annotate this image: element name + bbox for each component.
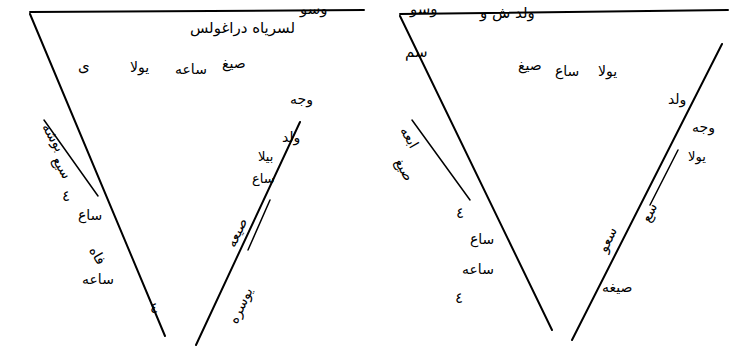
inner-line — [248, 200, 270, 250]
arabic-label: ٤ — [150, 300, 158, 317]
arabic-label: ساع — [252, 172, 275, 186]
arabic-label: صيغه — [602, 280, 632, 295]
arabic-label: فاه — [86, 244, 108, 268]
arabic-label: يولا — [688, 150, 706, 164]
arabic-label: سم — [405, 44, 428, 61]
arabic-label: ولد — [282, 130, 300, 145]
arabic-label: ساع — [78, 208, 102, 223]
arabic-label: ولد ش و — [480, 5, 535, 22]
arabic-label: ساع — [555, 64, 579, 79]
arabic-label: صيغ — [518, 58, 542, 73]
inner-line — [650, 150, 678, 205]
arabic-label: لسرياه دراغولس — [190, 20, 295, 37]
arabic-label: بوشه — [39, 121, 68, 155]
left-side-line — [30, 14, 165, 336]
arabic-label: ٤ — [62, 188, 70, 205]
arabic-label: سع — [639, 201, 661, 225]
right-side-line — [572, 44, 722, 340]
inner-line — [412, 120, 470, 200]
arabic-label: ساعه — [462, 262, 494, 277]
arabic-label: ساعه — [82, 272, 114, 287]
arabic-label: وجه — [692, 120, 715, 135]
right-side-line — [196, 122, 300, 345]
arabic-label: يولا — [598, 64, 617, 79]
arabic-label: ٤ — [456, 205, 464, 222]
arabic-label: ساع — [470, 232, 494, 247]
arabic-label: وسو — [300, 1, 328, 18]
arabic-label: ولد — [668, 92, 686, 107]
left-side-line — [400, 16, 552, 330]
arabic-label: صيغ — [391, 156, 416, 184]
arabic-label: صيغ — [222, 56, 246, 71]
arabic-label: ى — [78, 58, 90, 75]
arabic-label: ٤ — [455, 290, 463, 307]
arabic-label: صيعه — [224, 216, 251, 250]
arabic-label: يوسره — [226, 285, 256, 326]
top-line — [400, 10, 728, 14]
arabic-label: يولا — [130, 60, 149, 75]
arabic-label: وجه — [290, 92, 313, 107]
arabic-label: وسو — [410, 1, 438, 18]
arabic-label: ساعه — [175, 62, 207, 77]
arabic-label: بيلا — [258, 150, 273, 164]
